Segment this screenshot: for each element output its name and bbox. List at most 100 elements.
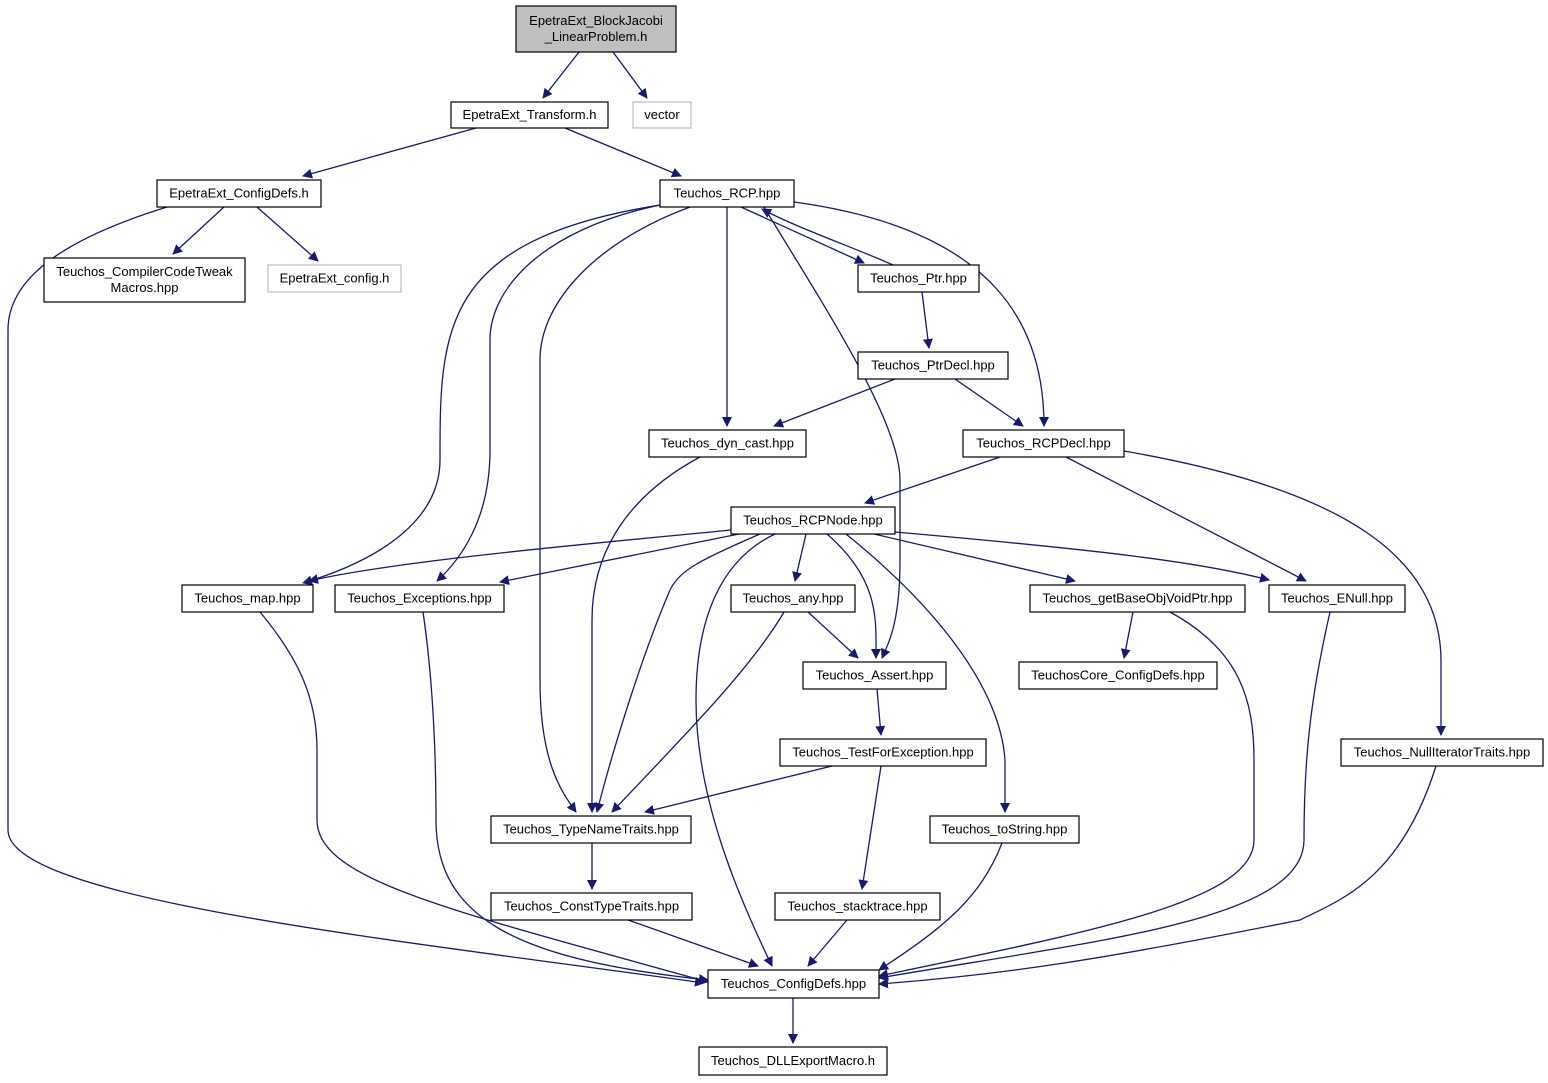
node-configdefs-hpp[interactable]: Teuchos_ConfigDefs.hpp	[707, 969, 880, 999]
node-assert[interactable]: Teuchos_Assert.hpp	[802, 661, 947, 690]
node-label: Teuchos_Assert.hpp	[816, 668, 934, 683]
edge-rcp-to-rcpdecl	[793, 201, 1049, 427]
edge-arrow	[644, 765, 833, 815]
node-root[interactable]: EpetraExt_BlockJacobi_LinearProblem.h	[515, 5, 677, 53]
node-box	[1268, 584, 1406, 613]
edge-arrow	[773, 378, 896, 428]
edge-ptr-to-ptrdecl	[921, 291, 933, 349]
edge-arrow	[793, 201, 1049, 427]
edge-rcpnode-to-enull	[894, 531, 1270, 583]
node-enull[interactable]: Teuchos_ENull.hpp	[1268, 584, 1406, 613]
edge-arrow	[761, 208, 894, 266]
node-box	[730, 584, 856, 613]
node-box	[962, 429, 1125, 458]
edge-arrow	[954, 378, 1024, 427]
node-box	[490, 892, 693, 921]
node-configdefs-h[interactable]: EpetraExt_ConfigDefs.h	[156, 179, 322, 208]
node-stacktrace[interactable]: Teuchos_stacktrace.hpp	[774, 892, 941, 921]
edge-rcp-to-ptr	[740, 206, 865, 264]
node-box	[450, 101, 609, 129]
edge-arrow	[878, 611, 1255, 980]
edge-consttype-to-configdefs_hpp	[627, 919, 759, 968]
node-vector[interactable]: vector	[632, 101, 692, 129]
edge-getbaseobj-to-configdefs_hpp	[878, 611, 1255, 980]
node-rcpdecl[interactable]: Teuchos_RCPDecl.hpp	[962, 429, 1125, 458]
edge-testforexc-to-typename	[644, 765, 833, 815]
edge-enull-to-configdefs_hpp	[878, 611, 1331, 982]
node-nulliter[interactable]: Teuchos_NullIteratorTraits.hpp	[1340, 738, 1544, 767]
node-box	[334, 584, 505, 613]
node-label: Teuchos_map.hpp	[194, 591, 300, 606]
edge-assert-to-testforexc	[875, 688, 886, 736]
edge-arrow	[873, 533, 1076, 584]
node-any[interactable]: Teuchos_any.hpp	[730, 584, 856, 613]
node-box	[857, 264, 980, 293]
edge-arrow	[1065, 456, 1307, 582]
edge-rcpnode-to-assert	[826, 533, 882, 659]
node-label: EpetraExt_ConfigDefs.h	[169, 186, 308, 201]
node-teuchoscore[interactable]: TeuchosCore_ConfigDefs.hpp	[1018, 661, 1218, 690]
node-label: Teuchos_Ptr.hpp	[870, 271, 967, 286]
node-box	[1340, 738, 1544, 767]
node-epetraext-config[interactable]: EpetraExt_config.h	[267, 264, 402, 293]
edge-configdefs_h-to-epetraext_config	[256, 206, 319, 262]
node-dyn-cast[interactable]: Teuchos_dyn_cast.hpp	[648, 429, 807, 458]
node-box	[490, 815, 692, 844]
node-testforexc[interactable]: Teuchos_TestForException.hpp	[779, 738, 987, 767]
edge-dyn_cast-to-typename	[587, 456, 701, 813]
node-box	[43, 257, 246, 303]
node-label: Teuchos_ConfigDefs.hpp	[721, 976, 866, 991]
node-rcpnode[interactable]: Teuchos_RCPNode.hpp	[730, 506, 896, 535]
edge-exceptions-to-configdefs_hpp	[422, 611, 709, 985]
edge-arrow	[594, 533, 761, 813]
node-box	[698, 1046, 888, 1076]
node-ptrdecl[interactable]: Teuchos_PtrDecl.hpp	[857, 351, 1009, 380]
node-label: vector	[644, 107, 680, 122]
edge-arrow	[564, 127, 682, 178]
node-box	[1029, 584, 1246, 613]
node-typename[interactable]: Teuchos_TypeNameTraits.hpp	[490, 815, 692, 844]
node-label: Teuchos_PtrDecl.hpp	[871, 358, 995, 373]
edge-map-to-configdefs_hpp	[259, 611, 709, 985]
edge-rcpnode-to-typename	[594, 533, 761, 813]
edge-arrow	[422, 611, 709, 985]
node-label: EpetraExt_Transform.h	[463, 107, 597, 122]
node-rcp[interactable]: Teuchos_RCP.hpp	[659, 179, 795, 208]
edge-arrow	[627, 919, 759, 968]
node-box	[181, 584, 314, 613]
edge-arrow	[875, 688, 886, 736]
node-ptr[interactable]: Teuchos_Ptr.hpp	[857, 264, 980, 293]
edge-arrow	[864, 456, 1001, 505]
node-exceptions[interactable]: Teuchos_Exceptions.hpp	[334, 584, 505, 613]
edge-arrow	[611, 611, 785, 813]
edges-layer	[7, 51, 1446, 1044]
node-dllexport[interactable]: Teuchos_DLLExportMacro.h	[698, 1046, 888, 1076]
node-consttype[interactable]: Teuchos_ConstTypeTraits.hpp	[490, 892, 693, 921]
edge-root-to-transform	[542, 51, 580, 99]
node-transform[interactable]: EpetraExt_Transform.h	[450, 101, 609, 129]
edge-arrow	[612, 51, 648, 99]
edge-ptrdecl-to-rcpdecl	[954, 378, 1024, 427]
node-tostring[interactable]: Teuchos_toString.hpp	[929, 815, 1080, 844]
node-box	[774, 892, 941, 921]
node-map[interactable]: Teuchos_map.hpp	[181, 584, 314, 613]
node-box	[857, 351, 1009, 380]
edge-any-to-assert	[807, 611, 859, 659]
edge-configdefs_h-to-compilercode	[172, 206, 225, 255]
node-label: TeuchosCore_ConfigDefs.hpp	[1031, 668, 1204, 683]
edge-arrow	[302, 127, 477, 179]
node-box	[929, 815, 1080, 844]
node-label: Teuchos_TypeNameTraits.hpp	[503, 822, 679, 837]
node-label: Teuchos_DLLExportMacro.h	[711, 1053, 875, 1068]
edge-rcpnode-to-exceptions	[499, 533, 740, 586]
node-label: _LinearProblem.h	[544, 29, 648, 44]
edge-arrow	[542, 51, 580, 99]
edge-transform-to-rcp	[564, 127, 682, 178]
edge-rcpnode-to-getbaseobj	[873, 533, 1076, 584]
node-getbaseobj[interactable]: Teuchos_getBaseObjVoidPtr.hpp	[1029, 584, 1246, 613]
node-label: Teuchos_dyn_cast.hpp	[661, 436, 794, 451]
edge-arrow	[792, 533, 807, 582]
edge-arrow	[1123, 450, 1446, 736]
node-box	[659, 179, 795, 208]
